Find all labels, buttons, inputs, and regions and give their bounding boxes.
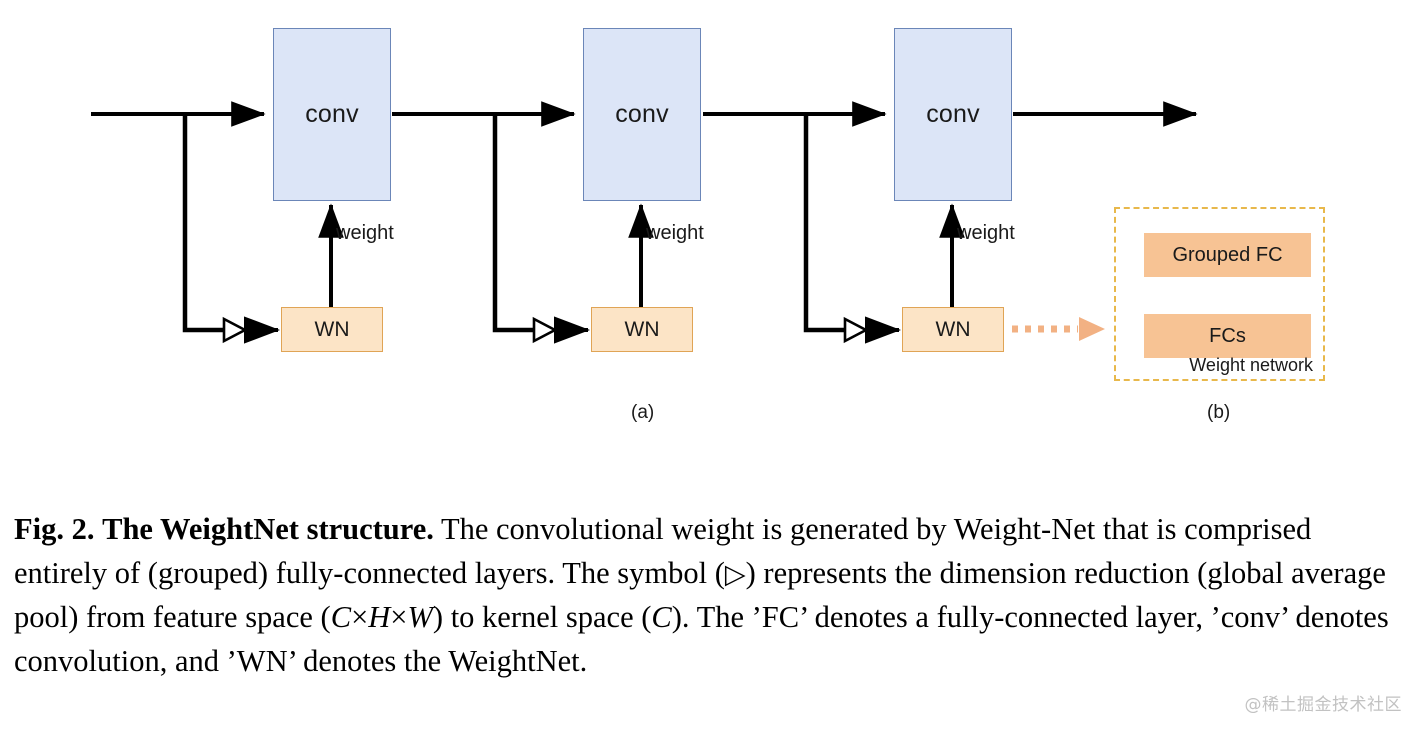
math-times-2: × — [390, 600, 408, 634]
weightnet-block-1-label: WN — [314, 317, 350, 341]
math-times-1: × — [351, 600, 369, 634]
caption-body-part-4: ). The ’FC’ denotes a fully-connected la… — [14, 600, 1389, 678]
figure-caption: Fig. 2. The WeightNet structure. The con… — [14, 508, 1404, 683]
dotted-arrow-head-icon — [1079, 317, 1105, 341]
branch-to-wn2 — [492, 114, 654, 344]
triangle-symbol-icon: ▷ — [724, 558, 746, 589]
fcs-block[interactable]: FCs — [1144, 314, 1311, 358]
subfigure-label-b: (b) — [1207, 402, 1231, 423]
grouped-fc-block[interactable]: Grouped FC — [1144, 233, 1311, 277]
branch-path-1 — [182, 114, 225, 333]
gap-triangle-icon-1 — [222, 316, 248, 344]
branch-to-wn3 — [803, 114, 965, 344]
caption-body-part-3: ) to kernel space ( — [432, 600, 652, 634]
branch-path-2 — [492, 114, 535, 333]
weight-edge-label-3: weight — [957, 222, 1015, 244]
math-var-w: W — [407, 600, 433, 634]
watermark: @稀土掘金技术社区 — [1244, 695, 1402, 715]
conv-block-3-label: conv — [926, 100, 980, 128]
conv-block-1-label: conv — [305, 100, 359, 128]
gap-triangle-icon-3 — [843, 316, 869, 344]
weightnet-block-3[interactable]: WN — [902, 307, 1004, 352]
fcs-label: FCs — [1209, 324, 1246, 347]
conv-block-2-label: conv — [615, 100, 669, 128]
math-var-h: H — [368, 600, 391, 634]
weightnet-block-2[interactable]: WN — [591, 307, 693, 352]
conv-block-3[interactable]: conv — [894, 28, 1012, 201]
expansion-dotted-arrow — [1012, 317, 1105, 341]
weight-edge-label-1: weight — [336, 222, 394, 244]
branch-path-3 — [803, 114, 846, 333]
caption-body-part-2: ) represents the dimension reduction (gl… — [14, 555, 1386, 635]
conv-block-2[interactable]: conv — [583, 28, 701, 201]
gap-triangle-icon-2 — [532, 316, 558, 344]
caption-body-part-1: The convolutional weight is generated by… — [14, 512, 1312, 590]
figure-diagram: conv conv conv weight weight weight WN W… — [91, 28, 1325, 423]
weightnet-block-2-label: WN — [624, 317, 660, 341]
subfigure-label-a: (a) — [631, 402, 655, 423]
caption-title: The WeightNet structure. — [102, 512, 434, 546]
weight-edge-label-2: weight — [646, 222, 704, 244]
weightnet-block-3-label: WN — [935, 317, 971, 341]
conv-block-1[interactable]: conv — [273, 28, 391, 201]
math-var-c: C — [330, 600, 352, 634]
caption-figure-label: Fig. 2. — [14, 512, 95, 546]
weight-network-panel: Grouped FC FCs Weight network — [1114, 207, 1325, 381]
weight-network-panel-caption: Weight network — [1189, 355, 1313, 375]
math-var-c2: C — [651, 600, 672, 634]
weightnet-block-1[interactable]: WN — [281, 307, 383, 352]
branch-to-wn1 — [182, 114, 344, 344]
grouped-fc-label: Grouped FC — [1172, 243, 1283, 266]
